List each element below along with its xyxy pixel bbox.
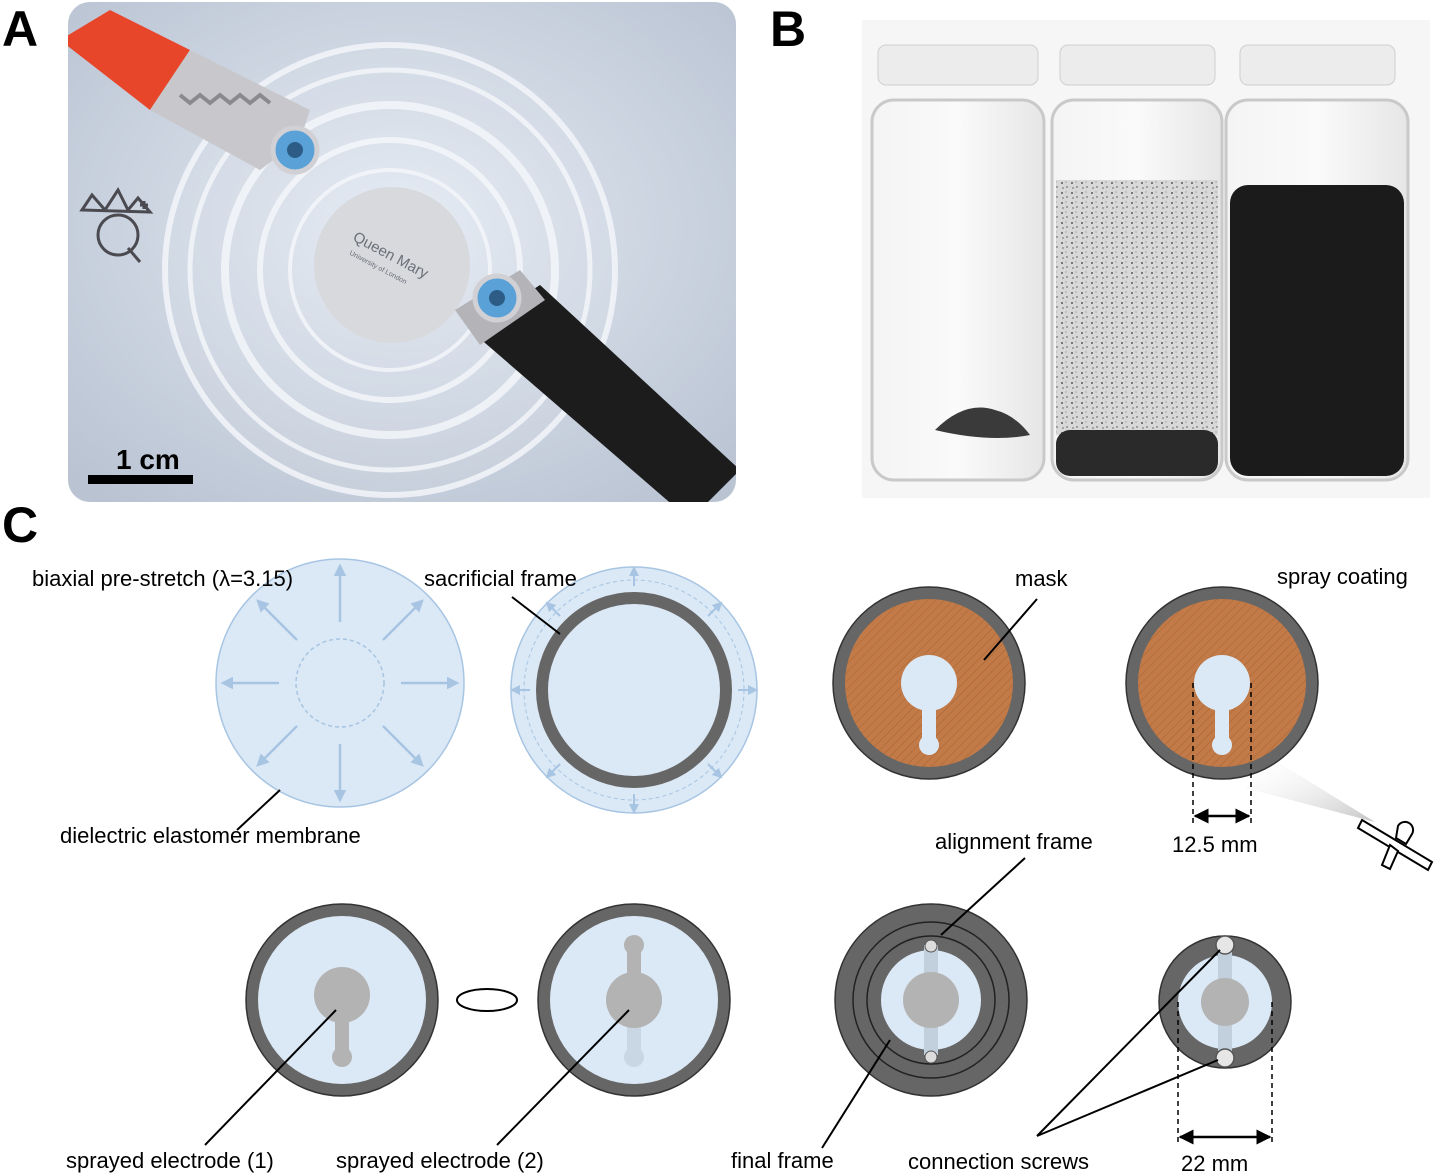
label-electrode-2: sprayed electrode (2): [336, 1148, 544, 1173]
black-clip: [455, 270, 736, 502]
leader-screw-top: [1036, 949, 1221, 1137]
leader-screw-bottom: [1036, 1059, 1219, 1137]
leader-membrane: [236, 789, 281, 831]
sacrificial-frame-ring: [536, 592, 732, 788]
mask-step: [832, 586, 1026, 780]
vial-3: [1224, 44, 1410, 482]
panel-letter-c: C: [2, 497, 38, 553]
red-clip: [68, 10, 320, 175]
photo-a: Queen Mary University of London: [68, 2, 736, 502]
scale-bar-label: 1 cm: [116, 444, 180, 475]
label-spray-coating: spray coating: [1277, 564, 1408, 589]
panel-b: B: [770, 1, 1430, 498]
screw-bottom: [1215, 1048, 1235, 1068]
panel-c: C biaxial pre-stretch (λ=3.15) dielectri…: [2, 497, 1434, 1175]
label-alignment-frame: alignment frame: [935, 829, 1093, 854]
rotate-icon: [456, 988, 518, 1012]
electrode-1-step: [245, 903, 439, 1097]
leader-sacrificial-frame: [511, 596, 561, 635]
vial-1: [870, 44, 1046, 482]
label-dim-frame: 22 mm: [1181, 1151, 1248, 1175]
vial-2: [1050, 44, 1224, 482]
crown-logo: [79, 186, 154, 263]
electrode-2-step: [537, 903, 731, 1097]
screw-top: [1215, 935, 1235, 955]
dimension-electrode: [1192, 683, 1252, 825]
leader-mask: [983, 598, 1038, 661]
spray-cone: [1245, 756, 1375, 822]
panel-a: A Queen Mary University of London: [2, 1, 736, 502]
label-connection-screws: connection screws: [908, 1149, 1089, 1174]
label-final-frame: final frame: [731, 1148, 834, 1173]
leader-electrode-1: [204, 1009, 337, 1146]
sacrificial-frame-step: [510, 566, 758, 814]
leader-electrode-2: [496, 1009, 630, 1146]
edge-arrows: [510, 566, 758, 814]
stretch-arrows: [220, 563, 460, 803]
leader-alignment-frame: [940, 857, 1026, 936]
spray-step: [1125, 586, 1434, 872]
leader-final-frame: [821, 1039, 891, 1149]
label-dim-electrode: 12.5 mm: [1172, 832, 1258, 857]
scale-bar: [88, 475, 193, 484]
membrane-photo: [314, 187, 470, 343]
label-electrode-1: sprayed electrode (1): [66, 1148, 274, 1173]
photo-b: [862, 20, 1430, 498]
prestretched-membrane: [215, 558, 465, 808]
dimension-frame: [1177, 1002, 1273, 1145]
panel-letter-a: A: [2, 1, 38, 57]
alignment-step: [834, 903, 1028, 1097]
label-membrane: dielectric elastomer membrane: [60, 823, 361, 848]
label-sacrificial-frame: sacrificial frame: [424, 566, 577, 591]
panel-letter-b: B: [770, 1, 806, 57]
label-prestretch: biaxial pre-stretch (λ=3.15): [32, 566, 293, 591]
airbrush-icon: [1356, 818, 1434, 872]
final-device: [1158, 935, 1292, 1069]
label-mask: mask: [1015, 566, 1069, 591]
